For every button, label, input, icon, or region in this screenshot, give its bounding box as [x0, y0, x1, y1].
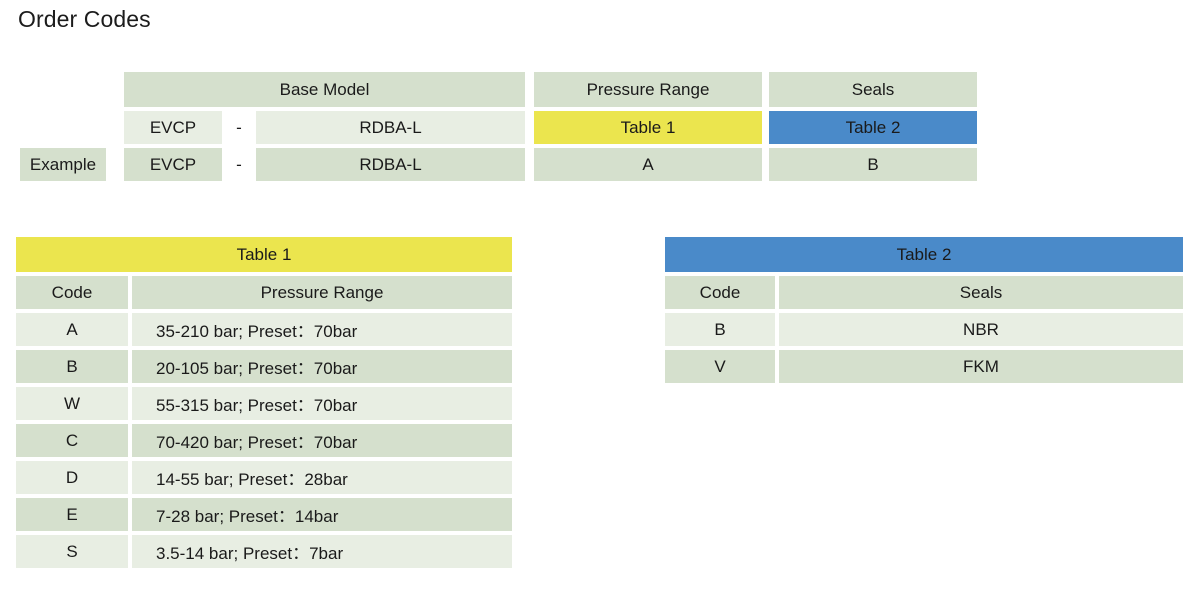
order-code-matrix: Base Model Pressure Range Seals EVCP - R…: [0, 0, 1204, 200]
group-header-base-model: Base Model: [124, 72, 525, 107]
table2-col-header-seals: Seals: [779, 276, 1183, 309]
table1-row-code: W: [16, 387, 128, 420]
table2-col-header-code: Code: [665, 276, 775, 309]
table1-row-code: D: [16, 461, 128, 494]
table1-row-value: 55-315 bar; Preset：70bar: [132, 387, 512, 420]
table1-title: Table 1: [16, 237, 512, 272]
group-header-pressure-range: Pressure Range: [534, 72, 762, 107]
table1-row-value: 7-28 bar; Preset：14bar: [132, 498, 512, 531]
table2-row-code: B: [665, 313, 775, 346]
table1-row-code: B: [16, 350, 128, 383]
group-header-seals: Seals: [769, 72, 977, 107]
page-title: Order Codes: [18, 6, 151, 32]
table1-row-value: 20-105 bar; Preset：70bar: [132, 350, 512, 383]
table1-row-value: 35-210 bar; Preset：70bar: [132, 313, 512, 346]
code-row-base-model-prefix: EVCP: [124, 111, 222, 144]
table1-row-code: E: [16, 498, 128, 531]
code-row-seals-ref[interactable]: Table 2: [769, 111, 977, 144]
example-row-seals-value: B: [769, 148, 977, 181]
code-row-pressure-range-ref[interactable]: Table 1: [534, 111, 762, 144]
table1-row-code: A: [16, 313, 128, 346]
example-row-separator: -: [226, 148, 252, 181]
code-row-base-model-suffix: RDBA-L: [256, 111, 525, 144]
table1-col-header-code: Code: [16, 276, 128, 309]
table2-row-code: V: [665, 350, 775, 383]
table1-col-header-pressure-range: Pressure Range: [132, 276, 512, 309]
table1-row-value: 70-420 bar; Preset：70bar: [132, 424, 512, 457]
example-row-base-model-prefix: EVCP: [124, 148, 222, 181]
table2-row-value: NBR: [779, 313, 1183, 346]
example-row-base-model-suffix: RDBA-L: [256, 148, 525, 181]
table1-row-value: 3.5-14 bar; Preset：7bar: [132, 535, 512, 568]
example-row-label: Example: [20, 148, 106, 181]
table1-row-code: C: [16, 424, 128, 457]
table1-row-code: S: [16, 535, 128, 568]
table2-title: Table 2: [665, 237, 1183, 272]
code-row-separator: -: [226, 111, 252, 144]
table1-row-value: 14-55 bar; Preset：28bar: [132, 461, 512, 494]
example-row-pressure-range-value: A: [534, 148, 762, 181]
table2-row-value: FKM: [779, 350, 1183, 383]
